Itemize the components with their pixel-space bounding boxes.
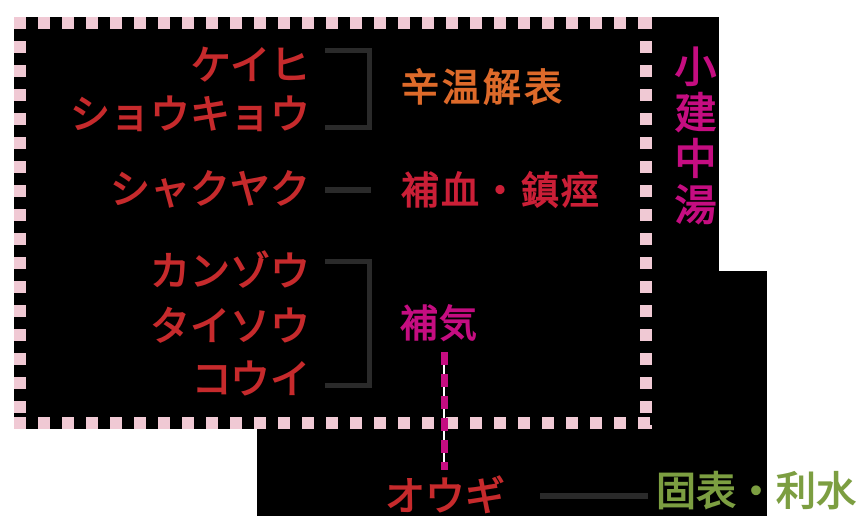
dashed-box-border-bottom	[14, 417, 652, 429]
dashed-box-border-top	[14, 17, 652, 29]
ingredient-kanzo: カンゾウ	[150, 249, 310, 295]
addition-connector-line	[540, 493, 648, 499]
ingredient-keihi: ケイヒ	[190, 43, 310, 89]
ingredient-shakuyaku: シャクヤク	[110, 167, 310, 213]
effect-kohyo-risui: 固表・利水	[656, 469, 856, 515]
effect-hoki: 補気	[400, 302, 479, 346]
ingredient-shokyo: ショウキョウ	[70, 92, 310, 138]
dashed-box-border-left	[14, 17, 26, 429]
addition-dropline-dashed	[441, 352, 448, 470]
group3-bracket	[325, 259, 372, 388]
dashed-box-border-right	[640, 17, 652, 429]
ingredient-ogi: オウギ	[385, 474, 505, 516]
formula-name-vertical: 小建中湯	[668, 45, 717, 229]
ingredient-koi: コウイ	[191, 357, 310, 403]
effect-hoketsu-chinkei: 補血・鎮痙	[401, 169, 602, 213]
group2-connector-line	[325, 187, 371, 193]
effect-shinon-gehyo: 辛温解表	[401, 66, 566, 110]
ingredient-taiso: タイソウ	[150, 304, 310, 350]
addition-black-panel	[257, 271, 767, 516]
group1-bracket	[325, 48, 372, 130]
